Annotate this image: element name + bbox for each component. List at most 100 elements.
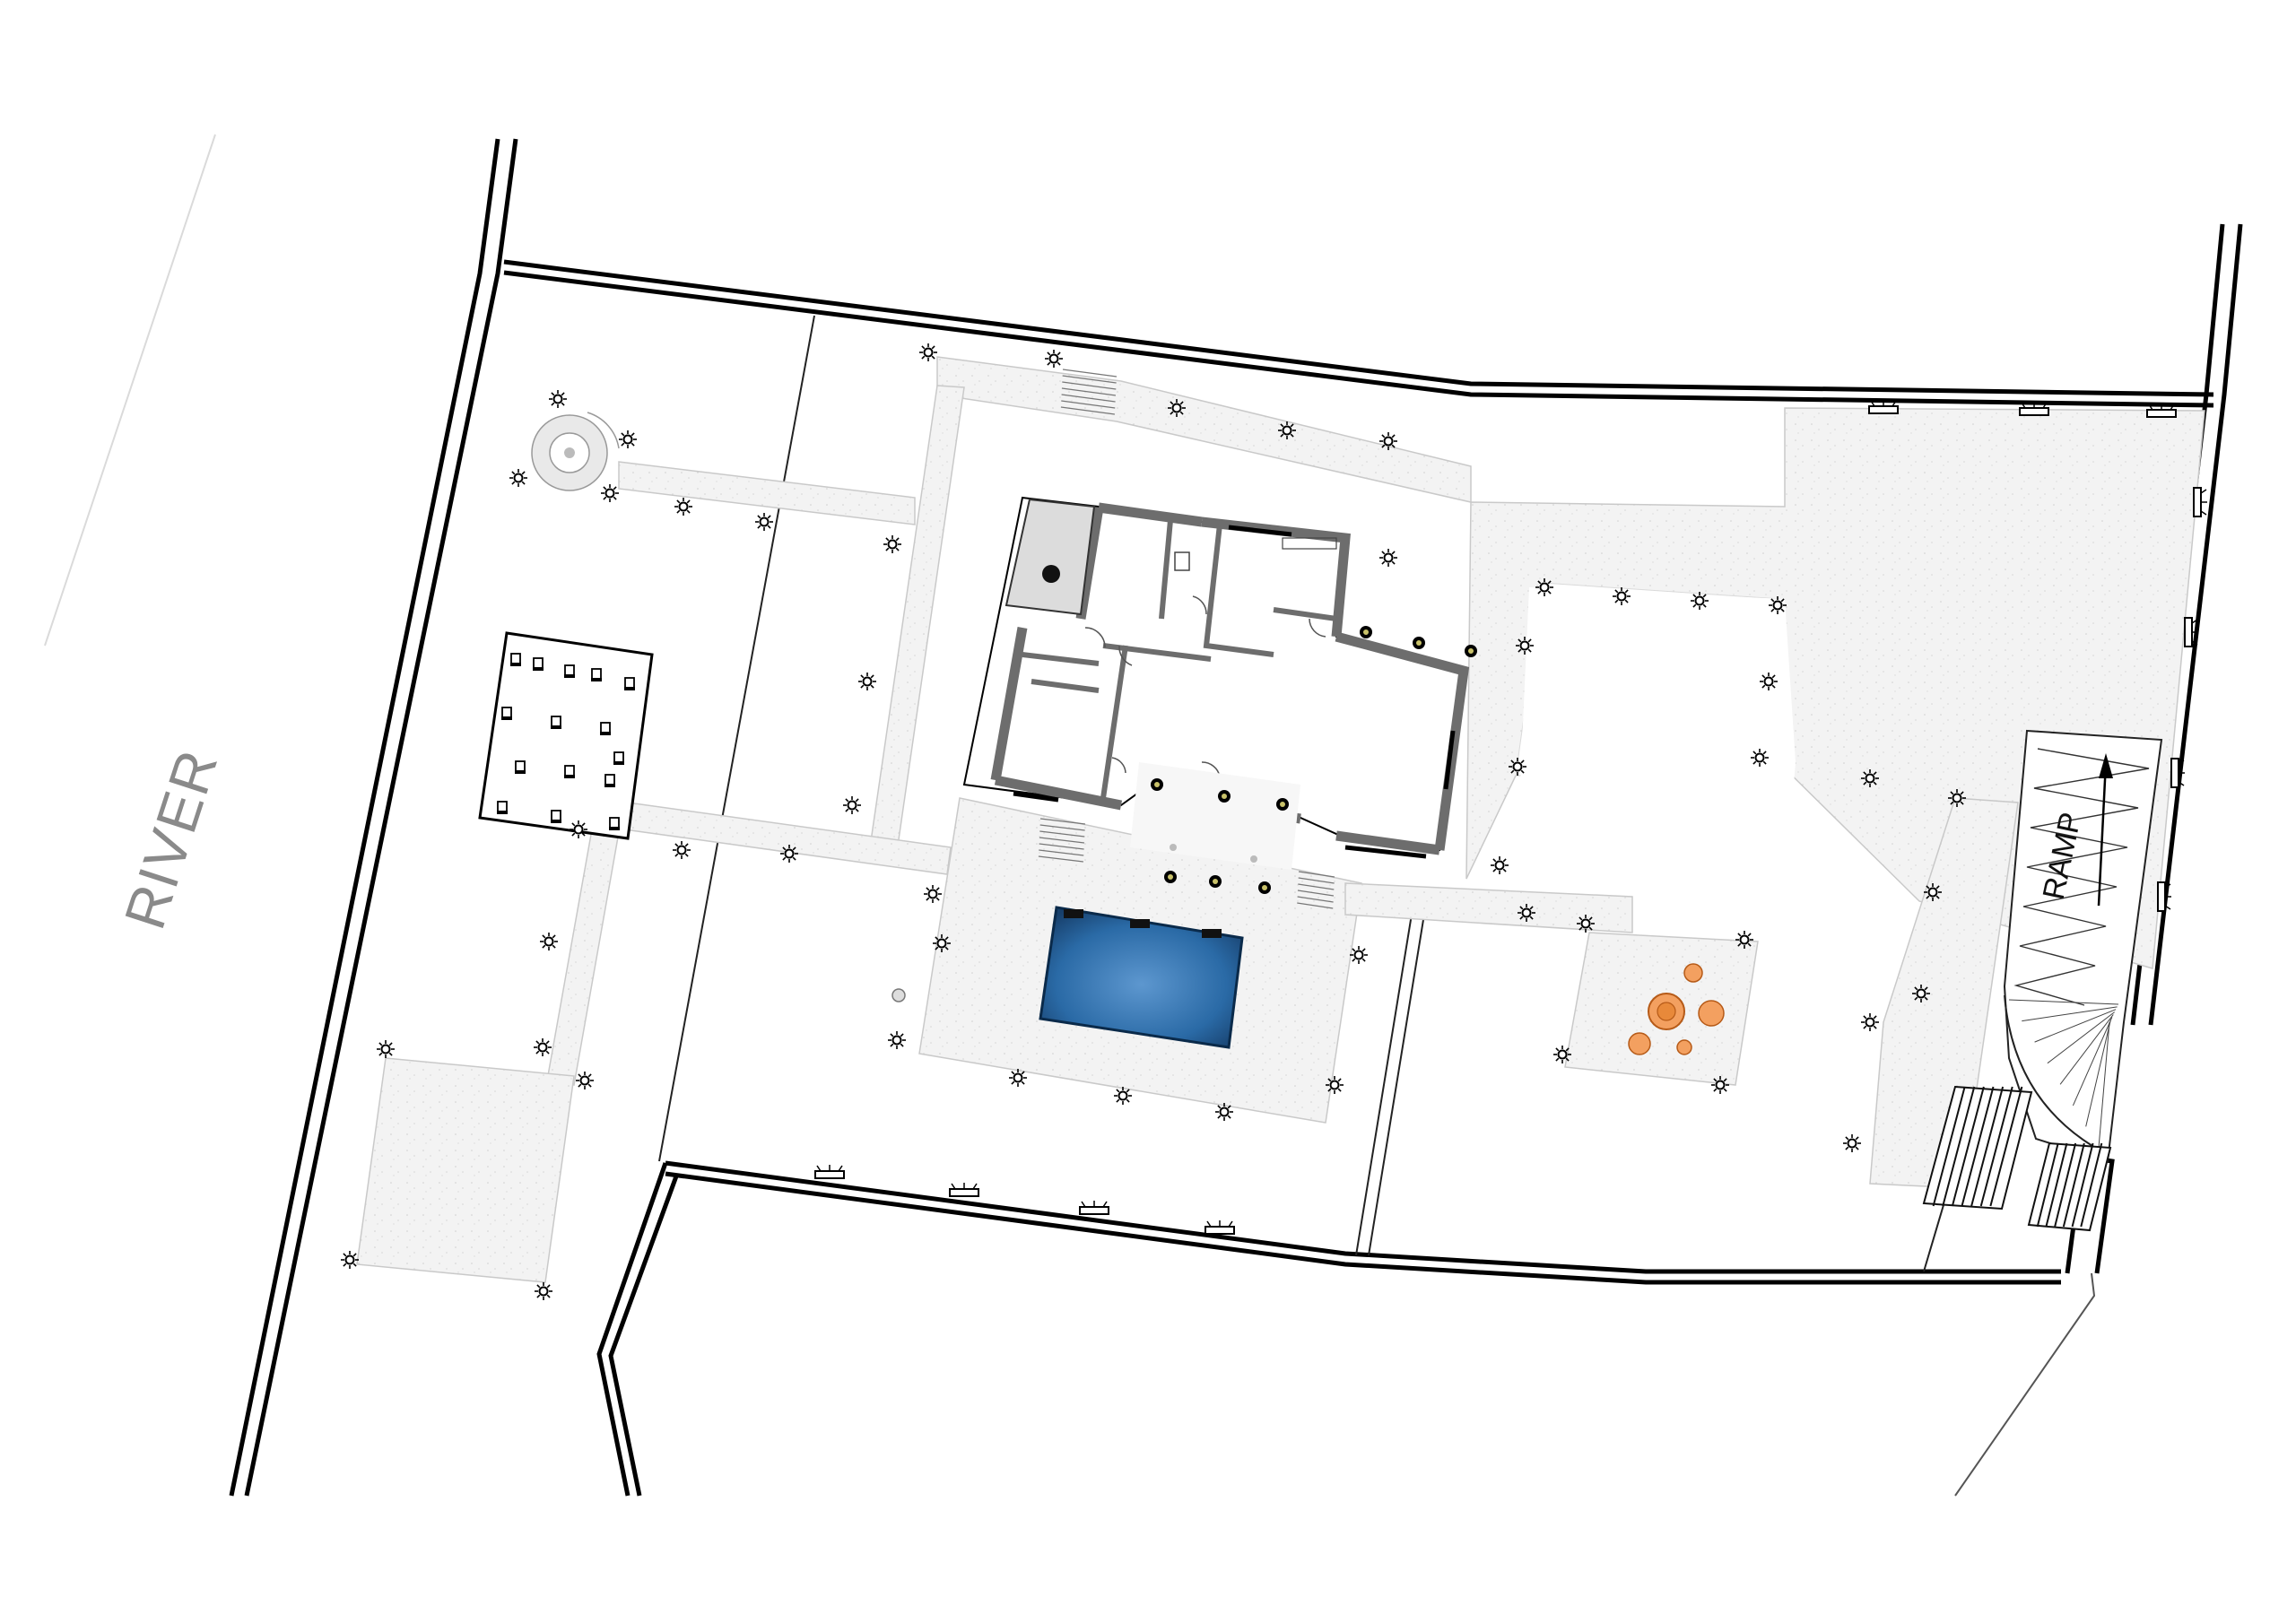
planter-icon [2146, 404, 2177, 418]
fire-pit-seat [1628, 1032, 1651, 1055]
porch-light [1170, 844, 1177, 851]
garden-light-icon [1760, 673, 1778, 690]
planter-icon [2019, 402, 2049, 416]
planter-icon [1868, 400, 1899, 414]
garden-light-icon [1553, 1046, 1571, 1063]
garden-light-icon [674, 498, 692, 516]
garden-light-icon [549, 390, 567, 408]
garden-light-icon [1168, 399, 1186, 417]
chair-icon [551, 810, 561, 823]
bbq-icon [1042, 565, 1060, 583]
garden-light-icon [1114, 1087, 1132, 1105]
garden-light-icon [780, 845, 798, 863]
planter-icon [949, 1183, 979, 1197]
column-icon [1413, 637, 1425, 649]
west-boundary-wall [229, 138, 500, 1497]
pergola-path [546, 829, 620, 1086]
steps [1038, 369, 1335, 909]
chair-icon [501, 707, 512, 720]
porch [1130, 762, 1300, 870]
garden-light-icon [1711, 1076, 1729, 1094]
pool-water [1039, 906, 1244, 1049]
garden-light-icon [1516, 637, 1534, 655]
garden-light-icon [377, 1040, 395, 1058]
garden-light-icon [619, 430, 637, 448]
garden-light-icon [1769, 596, 1787, 614]
ramp-direction-arrow [2097, 761, 2108, 907]
ramp: RAMP [1922, 729, 2163, 1232]
ramp-stairs [1922, 1085, 2112, 1232]
column-icon [1360, 626, 1372, 638]
garden-light-icon [888, 1031, 906, 1049]
column-icon [1258, 881, 1271, 894]
north-walkway [936, 356, 1472, 503]
chair-icon [497, 801, 508, 814]
garden-light-icon [883, 535, 901, 553]
fire-pit [1628, 963, 1725, 1055]
garden-light-icon [509, 469, 527, 487]
column-icon [1465, 645, 1477, 657]
planter-icon [2170, 758, 2185, 788]
column-icon [1164, 871, 1177, 883]
column-icon [1151, 778, 1163, 791]
internal-fences [658, 315, 2096, 1497]
chair-icon [600, 722, 611, 735]
garden-light-icon [919, 343, 937, 361]
chair-icon [564, 765, 575, 778]
central-lawn [1516, 587, 1796, 897]
planter-icon [1205, 1220, 1235, 1235]
pool-skimmer [1130, 919, 1150, 928]
chair-icon [515, 760, 526, 774]
garden-light-icon [673, 841, 691, 859]
garden-light-icon [1613, 587, 1631, 605]
garden-light-icon [540, 933, 558, 950]
garden-light-icon [535, 1282, 552, 1300]
garden-light-icon [1009, 1069, 1027, 1087]
boundary-walls [229, 138, 2243, 1497]
toilet-fixture [1174, 551, 1190, 571]
column-icon [1209, 875, 1222, 888]
pool-skimmer [1202, 929, 1222, 938]
wall-planters [814, 400, 2207, 1235]
garden-light-icon [570, 820, 587, 838]
planter-icon [2184, 617, 2198, 647]
garden-light-icon [1948, 789, 1966, 807]
chair-icon [624, 677, 635, 690]
planter-icon [2193, 487, 2207, 517]
garden-light-icon [341, 1251, 359, 1269]
east-walkway [1344, 882, 1633, 933]
river-area: RIVER [44, 134, 230, 936]
garden-lights [341, 343, 1966, 1300]
garden-light-icon [858, 673, 876, 690]
west-walkway [869, 385, 965, 853]
garden-light-icon [1924, 883, 1942, 901]
house [962, 496, 1470, 870]
north-boundary-wall [503, 259, 2214, 397]
porch-columns [1151, 626, 1477, 894]
chair-icon [564, 664, 575, 678]
garden-light-icon [1535, 578, 1553, 596]
chair-icon [604, 774, 615, 787]
fountain [531, 412, 620, 491]
garden-light-icon [601, 484, 619, 502]
garden-light-icon [1278, 421, 1296, 439]
chair-icon [609, 817, 620, 830]
fountain-path [618, 461, 916, 525]
fire-pit-seat [1698, 1000, 1725, 1027]
garden-light-icon [576, 1072, 594, 1089]
column-icon [1276, 798, 1289, 811]
kitchen-counter [1282, 537, 1337, 550]
ramp-arrowhead [2099, 753, 2113, 778]
planter-icon [1079, 1201, 1109, 1215]
garden-light-icon [1912, 985, 1930, 1002]
garden-light-icon [1379, 432, 1397, 450]
garden-light-icon [1518, 904, 1535, 922]
pool-skimmer [1064, 909, 1083, 918]
chair-icon [551, 716, 561, 729]
ramp-approach [1869, 797, 2019, 1189]
garden-light-icon [1861, 1013, 1879, 1031]
column-icon [1218, 790, 1231, 803]
garden-light-icon [1350, 946, 1368, 964]
fire-pit-seat [1683, 963, 1703, 983]
